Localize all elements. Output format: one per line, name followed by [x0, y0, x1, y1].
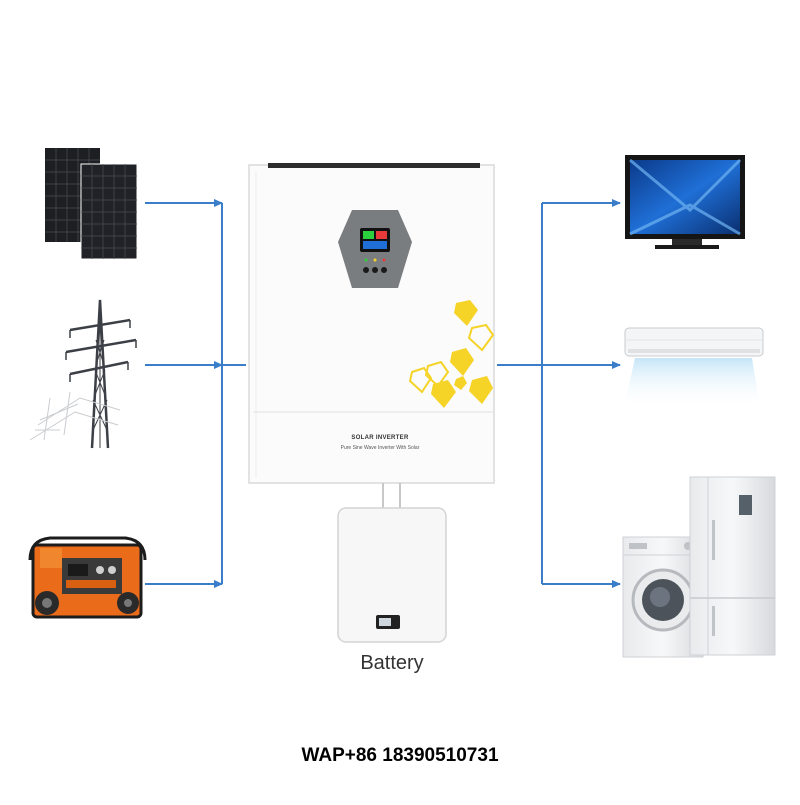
refrigerator-icon: [689, 476, 776, 656]
inverter-title: SOLAR INVERTER: [351, 435, 409, 441]
power-tower-icon: [65, 299, 137, 449]
air-conditioner-icon: [624, 327, 764, 408]
input-arrows: [145, 199, 246, 588]
distant-tower-icon: [29, 391, 121, 441]
solar-panel-icon: [45, 148, 138, 260]
yellow-gem-decoration: [408, 300, 495, 408]
display-panel: [338, 210, 412, 288]
battery-icon: [337, 507, 447, 643]
inverter-subtitle: Pure Sine Wave Inverter With Solar: [340, 445, 420, 451]
generator-icon: [28, 536, 147, 619]
television-icon: [625, 155, 745, 249]
battery-label: Battery: [360, 652, 424, 674]
output-arrows: [497, 199, 621, 588]
solar-inverter: [248, 163, 495, 484]
contact-number: WAP+86 18390510731: [301, 745, 499, 766]
battery-cables: [382, 483, 401, 512]
